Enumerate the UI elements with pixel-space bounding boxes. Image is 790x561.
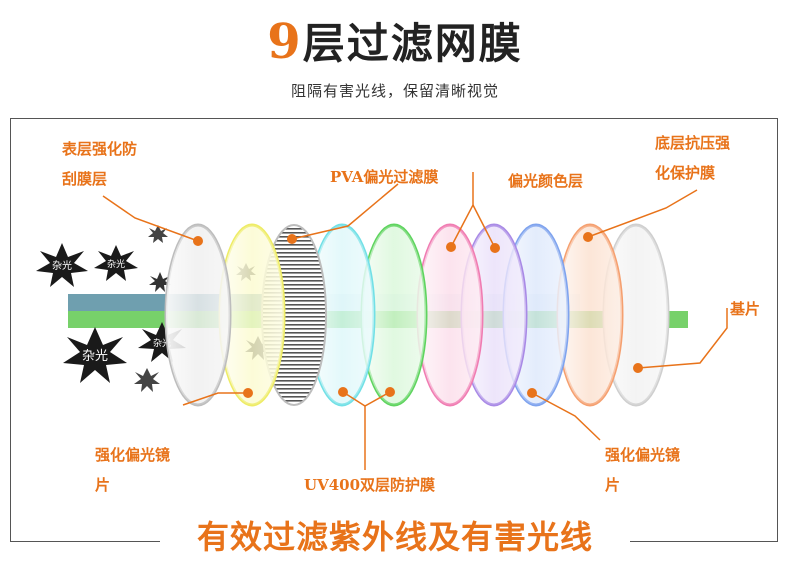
leader-dot-icon xyxy=(490,243,500,253)
leader-dot-icons xyxy=(193,232,643,398)
starburst-icon: 杂光 xyxy=(63,327,127,383)
starburst-icon xyxy=(148,225,168,243)
label-pva-filter: PVA偏光过滤膜 xyxy=(330,168,439,186)
leader-dot-icon xyxy=(446,242,456,252)
leader-dot-icon xyxy=(633,363,643,373)
starburst-icon: 杂光 xyxy=(94,245,138,281)
svg-text:杂光: 杂光 xyxy=(82,349,108,364)
svg-text:杂光: 杂光 xyxy=(107,258,125,270)
page-title: 9层过滤网膜 xyxy=(0,10,790,71)
starburst-icon xyxy=(134,368,160,392)
diagram-frame xyxy=(10,118,778,542)
lens-layer-1 xyxy=(164,223,232,407)
label-reinforced-right: 强化偏光镜 片 xyxy=(605,446,681,494)
leader-dot-icon xyxy=(193,236,203,246)
svg-text:杂光: 杂光 xyxy=(52,259,72,272)
frame-bottom-right xyxy=(630,541,778,542)
lens-layer-6 xyxy=(416,223,484,407)
leader-dot-icon xyxy=(385,387,395,397)
leader-dot-icon xyxy=(287,234,297,244)
footer-slogan: 有效过滤紫外线及有害光线 xyxy=(196,518,593,556)
label-substrate: 基片 xyxy=(730,300,761,318)
leader-dot-icon xyxy=(527,388,537,398)
lens-layer-2 xyxy=(218,223,286,407)
title-text: 层过滤网膜 xyxy=(302,19,523,68)
lens-layers xyxy=(164,223,670,407)
subtitle: 阻隔有害光线，保留清晰视觉 xyxy=(290,82,499,100)
leader-dot-icon xyxy=(583,232,593,242)
leader-dot-icon xyxy=(338,387,348,397)
title-number: 9 xyxy=(267,14,303,70)
label-bottom-protect: 底层抗压强 化保护膜 xyxy=(655,134,731,182)
lens-layer-4 xyxy=(308,223,376,407)
label-reinforced-left: 强化偏光镜 片 xyxy=(95,446,171,494)
starburst-icon xyxy=(149,272,171,292)
lens-layer-10 xyxy=(602,223,670,407)
frame-bottom-left xyxy=(10,541,160,542)
starburst-icon: 杂光 xyxy=(36,243,88,287)
lens-layer-5 xyxy=(360,223,428,407)
leader-dot-icon xyxy=(243,388,253,398)
label-polarized-color: 偏光颜色层 xyxy=(508,172,584,190)
label-surface-hard-coat: 表层强化防 刮膜层 xyxy=(62,140,138,188)
leader-lines xyxy=(102,172,728,470)
lens-layer-9 xyxy=(556,223,624,407)
label-uv400: UV400双层防护膜 xyxy=(304,476,436,494)
